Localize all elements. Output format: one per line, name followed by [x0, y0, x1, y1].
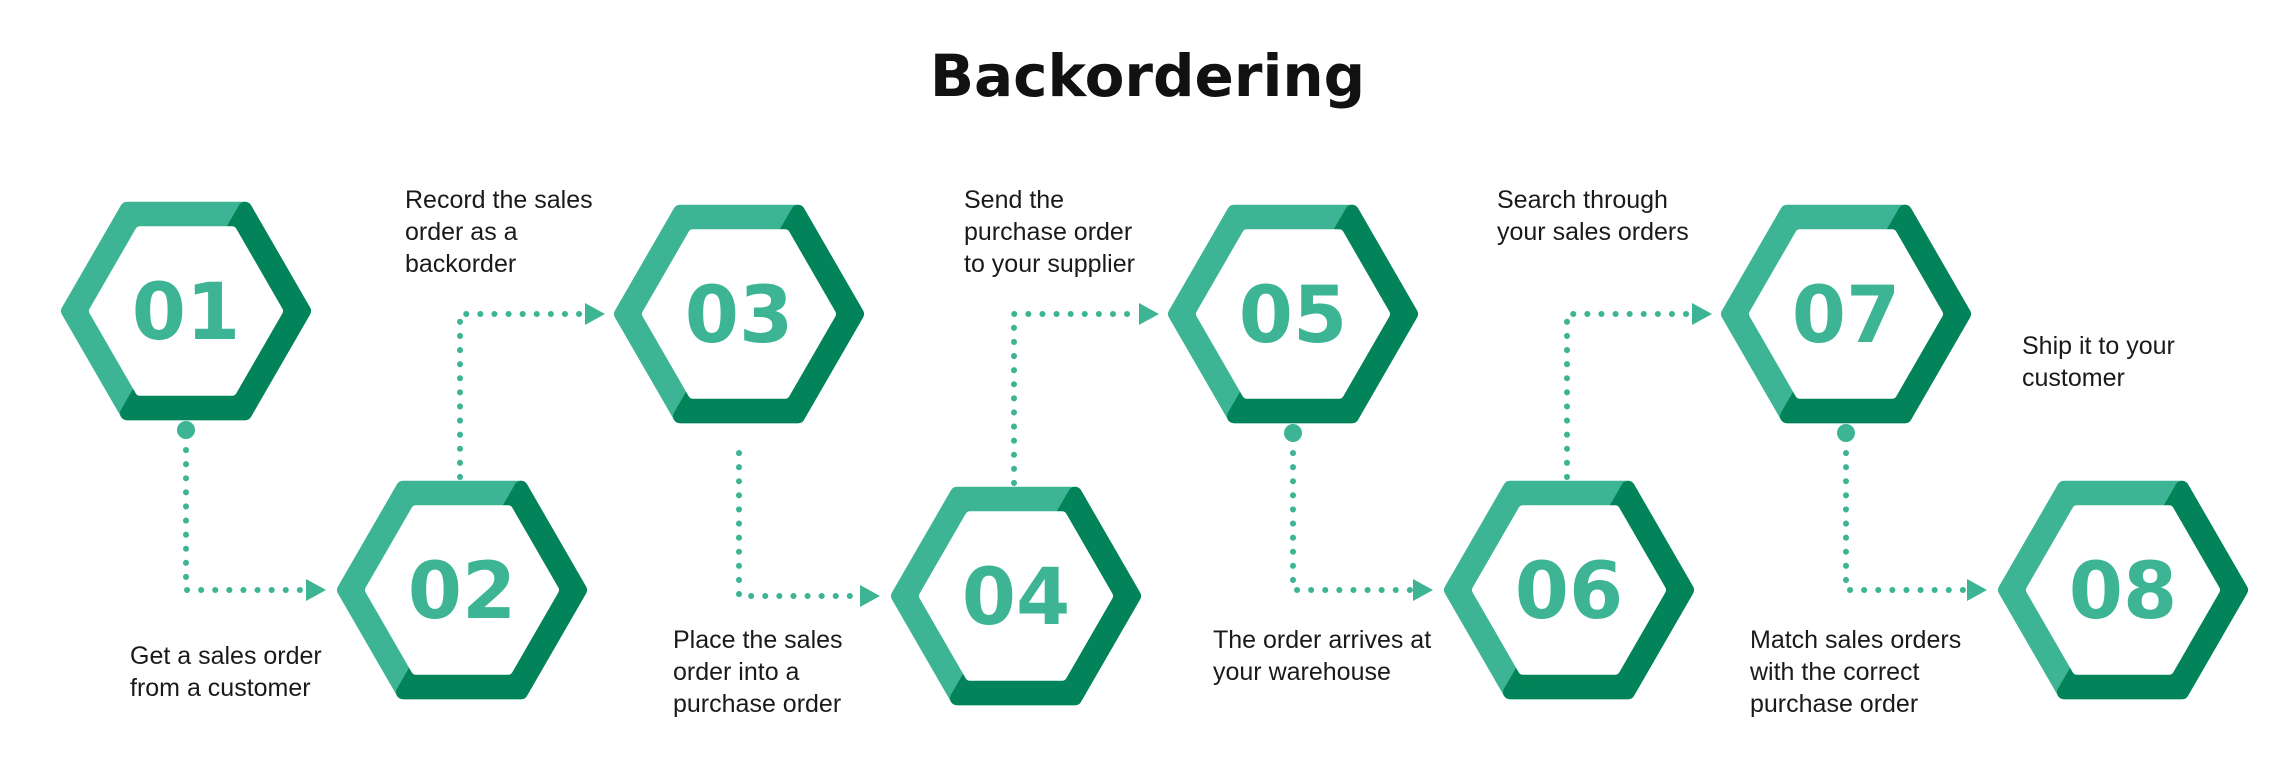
connector-02-03-arrow [585, 303, 605, 325]
hexagon-02-inner [365, 505, 559, 675]
connector-07-08-arrow [1967, 579, 1987, 601]
connector-06-07-arrow [1692, 303, 1712, 325]
step-number-06: 06 [1515, 547, 1624, 637]
connector-06-07 [1564, 311, 1695, 480]
connector-01-02-arrow [306, 579, 326, 601]
step-label-07: Match sales orders with the correct purc… [1750, 626, 1962, 718]
step-label-05: The order arrives at your warehouse [1213, 626, 1432, 686]
hexagon-05: 05 [1168, 204, 1418, 424]
hexagon-06-inner [1472, 505, 1666, 675]
hexagon-05-inner [1196, 229, 1390, 399]
step-label-03: Place the sales order into a purchase or… [673, 626, 843, 718]
connector-01-02-dot [177, 421, 195, 439]
step-label-06: Search through your sales orders [1497, 186, 1689, 246]
hexagon-03-inner [642, 229, 836, 399]
step-number-01: 01 [132, 268, 241, 358]
hexagon-04: 04 [891, 486, 1141, 706]
step-number-02: 02 [408, 547, 517, 637]
hexagon-03: 03 [614, 204, 864, 424]
hexagon-04-inner [919, 511, 1113, 681]
connector-05-06-arrow [1413, 579, 1433, 601]
page-title: Backordering [929, 42, 1366, 110]
connector-07-08-dot [1837, 424, 1855, 442]
connector-02-03 [457, 311, 588, 480]
step-label-02: Record the sales order as a backorder [405, 186, 593, 278]
hexagon-02: 02 [337, 480, 587, 700]
connector-04-05-arrow [1139, 303, 1159, 325]
hexagon-01-inner [89, 226, 283, 396]
step-number-08: 08 [2069, 547, 2178, 637]
step-label-04: Send the purchase order to your supplier [964, 186, 1135, 278]
step-number-03: 03 [685, 271, 794, 361]
connector-05-06-dot [1284, 424, 1302, 442]
connector-03-04 [736, 450, 863, 599]
hexagon-06: 06 [1444, 480, 1694, 700]
connector-07-08 [1843, 450, 1970, 593]
hexagon-07-inner [1749, 229, 1943, 399]
step-number-05: 05 [1239, 271, 1348, 361]
step-label-01: Get a sales order from a customer [130, 642, 322, 702]
connector-03-04-arrow [860, 585, 880, 607]
hexagon-08-inner [2026, 505, 2220, 675]
step-number-04: 04 [962, 553, 1071, 643]
connector-01-02 [183, 447, 309, 593]
hexagon-07: 07 [1721, 204, 1971, 424]
hexagon-01: 01 [61, 201, 311, 421]
connector-05-06 [1290, 450, 1416, 593]
hexagon-08: 08 [1998, 480, 2248, 700]
step-number-07: 07 [1792, 271, 1901, 361]
connector-04-05 [1011, 311, 1142, 486]
step-label-08: Ship it to your customer [2022, 332, 2175, 392]
